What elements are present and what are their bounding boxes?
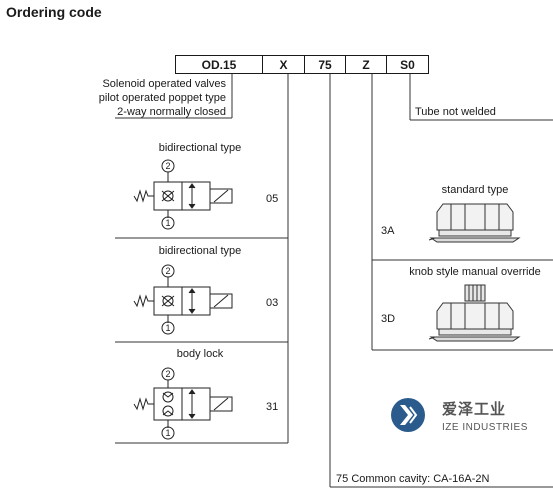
knob-manual-override-drawing bbox=[428, 284, 521, 342]
valve-description-line: 2-way normally closed bbox=[117, 106, 226, 118]
code-cell-tube: S0 bbox=[386, 55, 429, 74]
valve-code: 05 bbox=[266, 193, 279, 205]
valve-symbol-bidirectional: 2 1 bbox=[133, 159, 233, 230]
ize-logo-icon bbox=[391, 398, 425, 432]
valve-description-line: pilot operated poppet type bbox=[98, 92, 226, 104]
port-label: 2 bbox=[165, 266, 170, 276]
valve-type-label: body lock bbox=[176, 348, 224, 360]
valve-type-label: bidirectional type bbox=[158, 142, 242, 154]
knob-type-label: knob style manual override bbox=[409, 266, 541, 278]
port-label: 2 bbox=[165, 369, 170, 379]
port-label: 1 bbox=[165, 428, 170, 438]
port-label: 1 bbox=[165, 218, 170, 228]
valve-code: 03 bbox=[266, 297, 279, 309]
port-label: 2 bbox=[165, 161, 170, 171]
knob-type-label: standard type bbox=[441, 184, 509, 196]
valve-code: 31 bbox=[266, 401, 279, 413]
page-title: Ordering code bbox=[6, 4, 102, 20]
tube-note: Tube not welded bbox=[415, 106, 496, 118]
ordering-code-row: OD.15 X 75 Z S0 bbox=[175, 55, 429, 74]
watermark-english: IZE INDUSTRIES bbox=[442, 422, 528, 433]
valve-symbol-body-lock: 2 1 bbox=[133, 367, 233, 440]
knob-code: 3A bbox=[381, 225, 395, 237]
port-label: 1 bbox=[165, 323, 170, 333]
valve-symbol-bidirectional: 2 1 bbox=[133, 264, 233, 335]
watermark-chinese: 爱泽工业 bbox=[442, 400, 507, 418]
cavity-note-code: 75 bbox=[336, 473, 349, 485]
valve-type-label: bidirectional type bbox=[158, 245, 242, 257]
cavity-note-text: Common cavity: CA-16A-2N bbox=[351, 473, 490, 485]
knob-standard-drawing bbox=[428, 203, 521, 243]
valve-description-line: Solenoid operated valves bbox=[102, 78, 226, 90]
cavity-note: 75 Common cavity: CA-16A-2N bbox=[336, 472, 489, 486]
valve-description: Solenoid operated valves pilot operated … bbox=[30, 77, 226, 119]
knob-code: 3D bbox=[381, 313, 396, 325]
